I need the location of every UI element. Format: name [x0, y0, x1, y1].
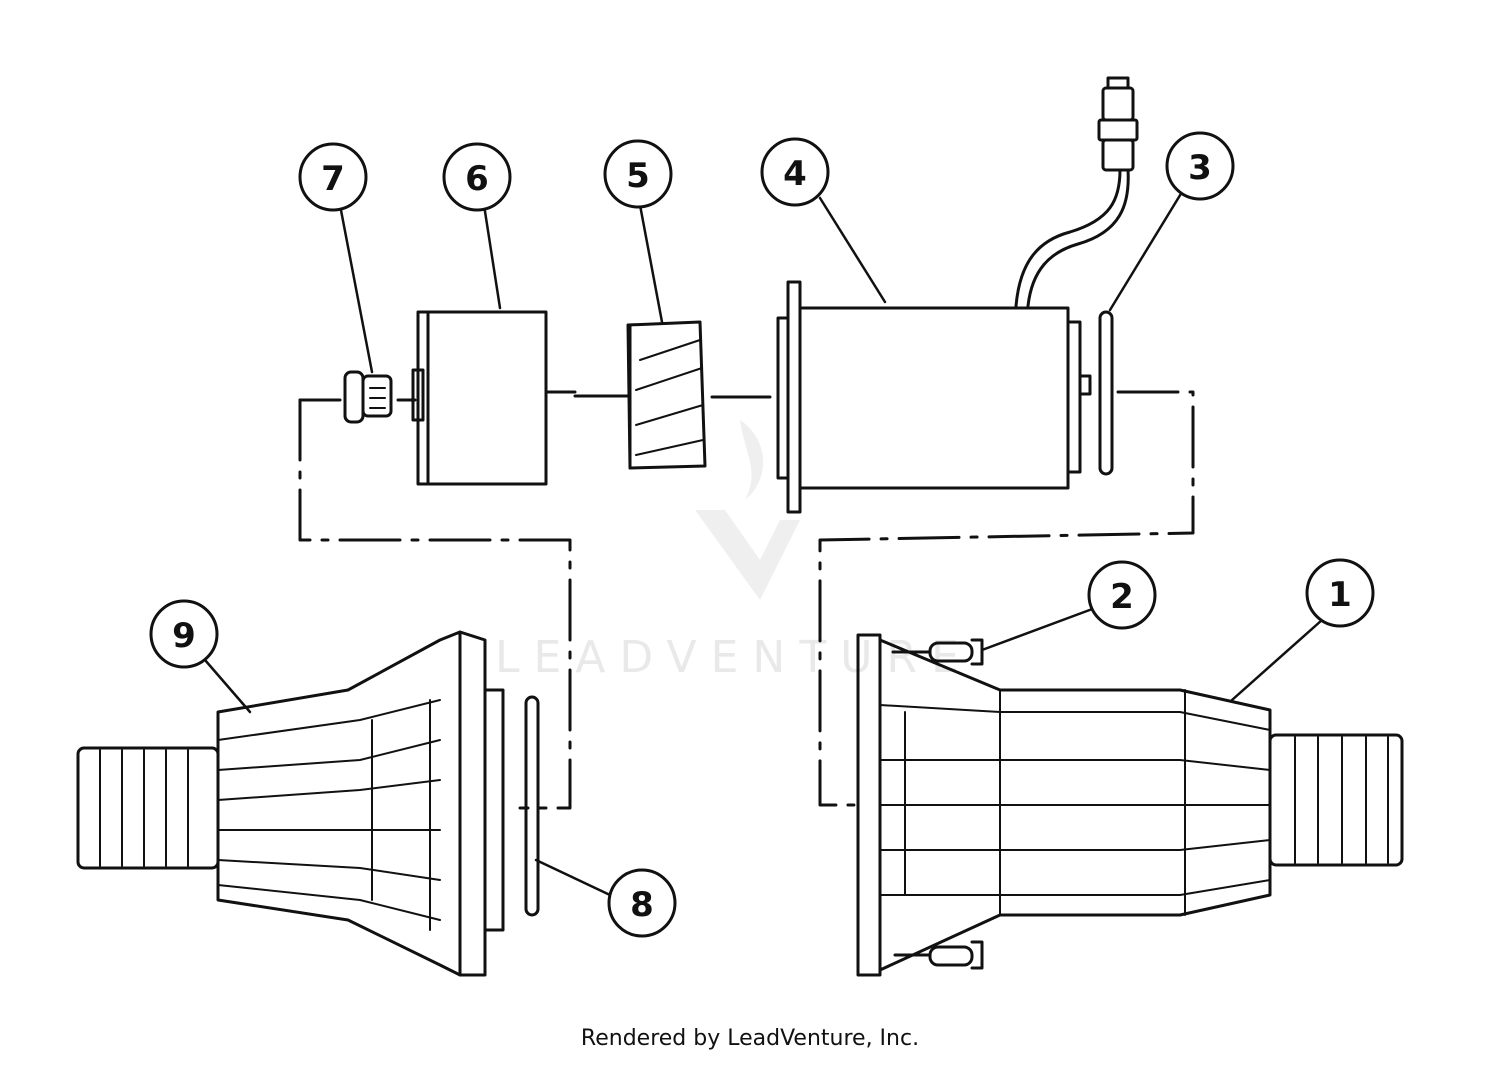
watermark-logo-icon: [695, 420, 800, 600]
watermark: LEADVENTURE: [495, 420, 973, 683]
callout-circle: [298, 142, 368, 212]
callout-6: 6: [442, 142, 512, 212]
footer-credit: Rendered by LeadVenture, Inc.: [580, 1026, 920, 1051]
callout-9: 9: [149, 599, 219, 669]
callout-label: 3: [1188, 148, 1212, 188]
callout-circle: [149, 599, 219, 669]
callout-4: 4: [760, 137, 830, 207]
callout-label: 6: [465, 159, 489, 199]
callout-label: 9: [172, 616, 196, 656]
callout-8: 8: [607, 868, 677, 938]
part-2-screw: [928, 638, 984, 970]
callout-circle: [760, 137, 830, 207]
callout-label: 7: [321, 159, 345, 199]
part-5-impeller: [573, 320, 707, 470]
callout-circle: [442, 142, 512, 212]
part-1-housing-right: [856, 633, 1404, 977]
callout-label: 4: [783, 154, 807, 194]
part-3-gasket: [1098, 310, 1114, 476]
part-9-housing-left: [76, 630, 505, 977]
callout-label: 8: [630, 885, 654, 925]
callout-7: 7: [298, 142, 368, 212]
callout-1: 1: [1305, 558, 1375, 628]
callout-circle: [1305, 558, 1375, 628]
part-8-gasket: [524, 695, 540, 917]
callout-2: 2: [1087, 560, 1157, 630]
callout-5: 5: [603, 139, 673, 209]
callout-label: 1: [1328, 575, 1352, 615]
part-4-motor: [776, 76, 1139, 514]
callout-circle: [1165, 131, 1235, 201]
callout-label: 2: [1110, 577, 1134, 617]
part-7-cap: [343, 370, 393, 424]
callout-circle: [603, 139, 673, 209]
callout-label: 5: [626, 156, 650, 196]
assembly-lines: [298, 390, 1195, 957]
callout-circle: [1087, 560, 1157, 630]
watermark-text: LEADVENTURE: [495, 632, 973, 683]
part-6-end-cap: [411, 310, 548, 486]
leader-lines: [203, 190, 1324, 897]
callout-circle: [607, 868, 677, 938]
callout-3: 3: [1165, 131, 1235, 201]
